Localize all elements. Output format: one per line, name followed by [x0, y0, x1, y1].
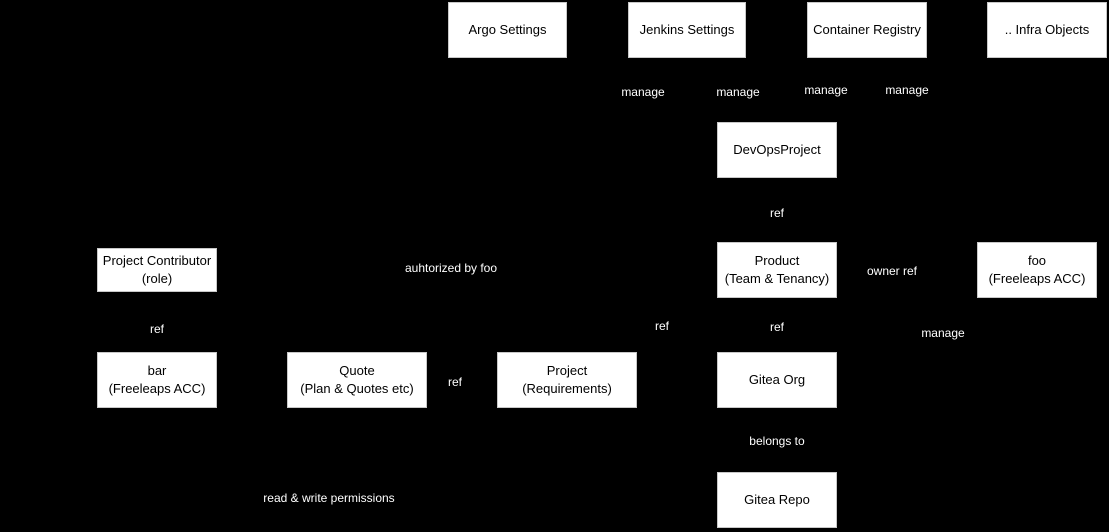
- node-infra-objects: .. Infra Objects: [987, 2, 1107, 58]
- edge-label-ref-bar-contributor: ref: [147, 321, 167, 337]
- edge-label-owner-ref: owner ref: [864, 263, 920, 279]
- node-foo-freeleaps-acc: foo (Freeleaps ACC): [977, 242, 1097, 298]
- edge-label-manage-foo: manage: [919, 325, 967, 341]
- node-gitea-org: Gitea Org: [717, 352, 837, 408]
- edge-label-manage-argo: manage: [619, 84, 667, 100]
- node-project-contributor: Project Contributor (role): [97, 248, 217, 292]
- edge-label-ref-product-org: ref: [767, 319, 787, 335]
- node-argo-settings: Argo Settings: [448, 2, 567, 58]
- edge-label-manage-jenkins: manage: [714, 84, 762, 100]
- node-container-registry: Container Registry: [807, 2, 927, 58]
- node-quote: Quote (Plan & Quotes etc): [287, 352, 427, 408]
- node-devops-project: DevOpsProject: [717, 122, 837, 178]
- edge-label-manage-registry: manage: [802, 82, 850, 98]
- edge-label-authorized-by-foo: auhtorized by foo: [402, 260, 500, 276]
- edge-label-ref-devops-product: ref: [767, 205, 787, 221]
- edge-label-read-write-permissions: read & write permissions: [261, 490, 397, 506]
- node-project: Project (Requirements): [497, 352, 637, 408]
- edge-label-belongs-to: belongs to: [747, 433, 807, 449]
- node-gitea-repo: Gitea Repo: [717, 472, 837, 528]
- edge-label-manage-infra: manage: [883, 82, 931, 98]
- node-bar-freeleaps-acc: bar (Freeleaps ACC): [97, 352, 217, 408]
- edge-label-ref-project-product: ref: [652, 318, 672, 334]
- node-jenkins-settings: Jenkins Settings: [628, 2, 746, 58]
- edge-label-ref-quote-project: ref: [445, 374, 465, 390]
- node-product: Product (Team & Tenancy): [717, 242, 837, 298]
